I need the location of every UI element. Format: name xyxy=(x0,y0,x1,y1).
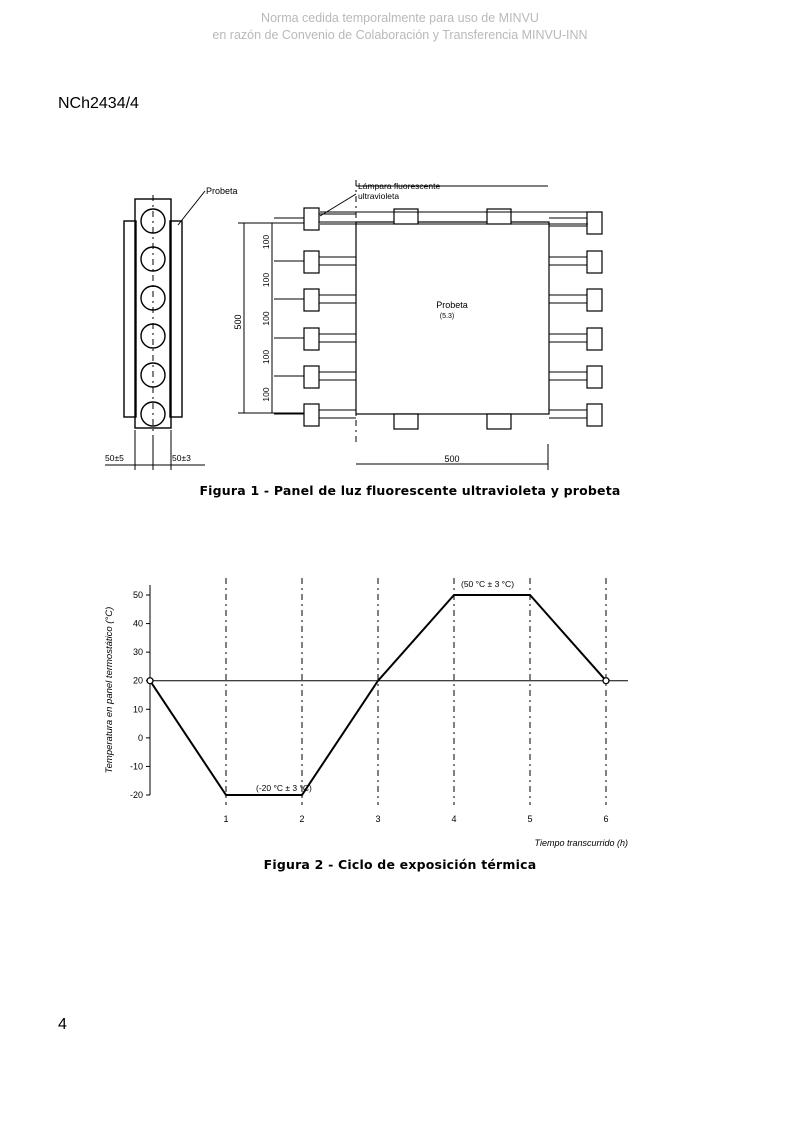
x-tick-label: 3 xyxy=(375,814,380,824)
y-tick-label: 20 xyxy=(133,676,143,686)
dim-spacing-label: 100 xyxy=(261,235,271,249)
front-view: Lámpara fluorescente ultravioleta Probet… xyxy=(233,180,603,470)
label-probeta-center-sub: (5.3) xyxy=(440,313,454,320)
dim-vertical-total: 500 xyxy=(233,314,243,329)
label-lamp-line-1: Lámpara fluorescente xyxy=(358,181,440,191)
annotation-low: (-20 °C ± 3 °C) xyxy=(256,783,312,793)
dim-side-right: 50±3 xyxy=(172,453,191,463)
annotation-high: (50 °C ± 3 °C) xyxy=(461,579,514,589)
watermark-line-2: en razón de Convenio de Colaboración y T… xyxy=(212,28,588,42)
watermark: Norma cedida temporalmente para uso de M… xyxy=(0,10,800,44)
y-tick-label: -20 xyxy=(130,790,143,800)
y-tick-label: 0 xyxy=(138,733,143,743)
series-end-marker xyxy=(602,677,610,685)
x-axis-label: Tiempo transcurrido (h) xyxy=(535,838,628,848)
standard-code: NCh2434/4 xyxy=(58,95,139,112)
specimen-circle xyxy=(140,323,166,349)
dim-spacing-label: 100 xyxy=(261,273,271,287)
figure-2-caption: Figura 2 - Ciclo de exposición térmica xyxy=(263,857,537,872)
x-tick-label: 4 xyxy=(451,814,456,824)
lamp-end-left xyxy=(303,403,320,427)
y-tick-label: 50 xyxy=(133,590,143,600)
dim-spacing-label: 100 xyxy=(261,387,271,401)
specimen-circle xyxy=(140,362,166,388)
x-tick-label: 2 xyxy=(299,814,304,824)
lamp-end-left xyxy=(303,207,320,231)
lamp-end-right xyxy=(586,327,603,351)
figure-1-caption: Figura 1 - Panel de luz fluorescente ult… xyxy=(199,483,621,498)
specimen-circle xyxy=(140,246,166,272)
lamp-end-left xyxy=(303,288,320,312)
lamp-end-left xyxy=(303,250,320,274)
dim-side-left: 50±5 xyxy=(105,453,124,463)
figure-1-drawing: Probeta 50±5 50±3 Lámpara fluorescente u… xyxy=(105,180,603,470)
y-tick-label: -10 xyxy=(130,761,143,771)
lamp-end-right xyxy=(586,365,603,389)
lamp-end-right xyxy=(586,288,603,312)
lamp-end-right xyxy=(586,211,603,235)
dim-spacing-label: 100 xyxy=(261,350,271,364)
dim-horizontal-total: 500 xyxy=(444,454,459,464)
x-tick-label: 5 xyxy=(527,814,532,824)
specimen-circle xyxy=(140,285,166,311)
page-number: 4 xyxy=(58,1016,67,1033)
side-view: Probeta 50±5 50±3 xyxy=(105,186,238,470)
series-end-marker xyxy=(146,677,154,685)
label-probeta-side: Probeta xyxy=(206,186,238,196)
watermark-line-1: Norma cedida temporalmente para uso de M… xyxy=(261,11,539,25)
label-lamp-line-2: ultravioleta xyxy=(358,191,399,201)
lamp-end-left xyxy=(303,327,320,351)
dim-spacing-label: 100 xyxy=(261,311,271,325)
y-tick-label: 10 xyxy=(133,704,143,714)
specimen-panel xyxy=(355,221,550,415)
specimen-circle xyxy=(140,208,166,234)
label-probeta-center: Probeta xyxy=(436,300,468,310)
lamp-end-right xyxy=(586,403,603,427)
series-line xyxy=(149,594,607,796)
y-axis-label: Temperatura en panel termostático (°C) xyxy=(104,607,115,774)
x-tick-label: 1 xyxy=(223,814,228,824)
lamp-end-left xyxy=(303,365,320,389)
lamp-end-right xyxy=(586,250,603,274)
y-tick-label: 40 xyxy=(133,619,143,629)
y-tick-label: 30 xyxy=(133,647,143,657)
x-tick-label: 6 xyxy=(603,814,608,824)
specimen-circle xyxy=(140,401,166,427)
figure-2-chart: 50 40 30 20 10 0 -10 -20 1 2 3 4 5 6 Temperatura en p… xyxy=(104,578,628,848)
